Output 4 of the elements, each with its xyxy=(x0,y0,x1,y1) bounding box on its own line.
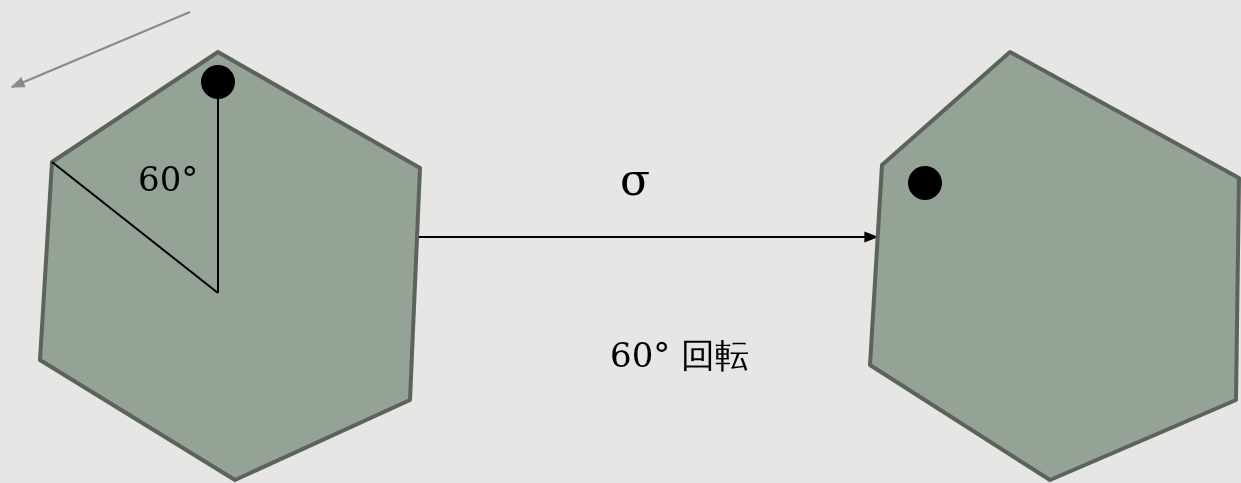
hexagon xyxy=(868,50,1241,482)
rotation-label: 60° 回転 xyxy=(610,338,750,372)
angle-label: 60° xyxy=(138,162,199,196)
hexagon xyxy=(38,50,422,482)
